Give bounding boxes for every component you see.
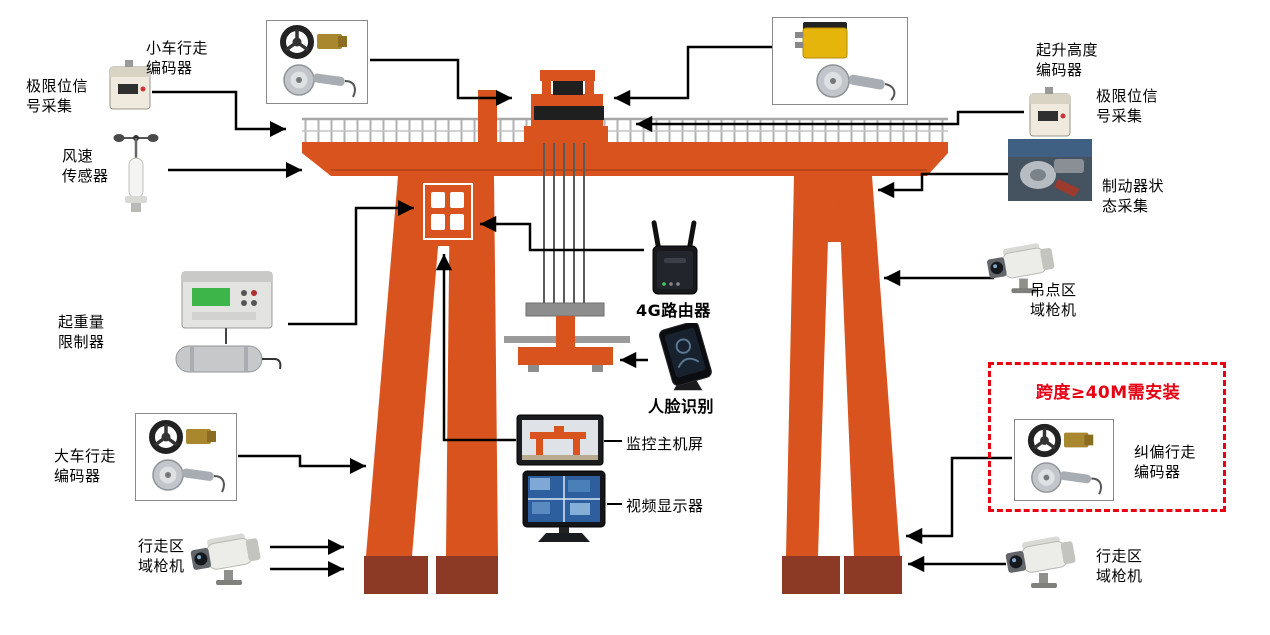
crane-foot (782, 556, 840, 594)
deviation-encoder-image (1014, 419, 1114, 501)
router-icon (651, 220, 698, 295)
video-monitor-icon (522, 470, 606, 542)
connector-hoist-encoder (614, 45, 772, 107)
connector-4g-router (480, 215, 644, 252)
connector-brake-status (878, 172, 1008, 199)
crane-leg-right (786, 176, 900, 556)
limit-switch-icon (109, 60, 151, 110)
limit-switch-right-image (1026, 85, 1074, 139)
crane-trolley (524, 70, 608, 143)
gantry-encoder-image (135, 413, 237, 501)
electrical-cabinet (423, 183, 473, 240)
wind-sensor-image (110, 126, 166, 216)
face-terminal-icon (659, 321, 712, 391)
connector-deviation-encoder (906, 456, 1012, 545)
label-trolley-encoder: 小车行走 编码器 (146, 39, 209, 78)
crane-foot (436, 556, 498, 594)
label-travel-camera-right: 行走区 域枪机 (1096, 547, 1143, 586)
label-deviation-encoder: 纠偏行走 编码器 (1134, 443, 1197, 482)
hoist-encoder-icon (795, 22, 896, 101)
load-limiter-icon (175, 271, 282, 373)
label-video-display: 视频显示器 (626, 497, 704, 515)
label-travel-camera-left: 行走区 域枪机 (138, 537, 185, 576)
travel-camera-right-image (1005, 530, 1083, 592)
label-monitor-host: 监控主机屏 (626, 435, 704, 453)
trolley-encoder-image (266, 20, 368, 104)
crane-girder (302, 142, 948, 176)
brake-photo-icon (1008, 139, 1092, 201)
crane-structure (302, 70, 948, 594)
label-brake-status: 制动器状 态采集 (1102, 177, 1165, 216)
limit-switch-left-image (106, 58, 154, 112)
label-gantry-encoder: 大车行走 编码器 (54, 447, 117, 486)
connector-limit-right (636, 110, 1024, 133)
label-load-limiter: 起重量 限制器 (58, 313, 105, 352)
limit-switch-icon (1029, 87, 1071, 137)
crane-foot (364, 556, 428, 594)
encoder-pair-icon (1027, 423, 1102, 495)
label-limit-signal-left: 极限位信 号采集 (26, 77, 89, 116)
crane-foot (844, 556, 902, 594)
label-4g-router: 4G路由器 (636, 301, 711, 320)
connector-lines (152, 45, 1024, 578)
face-recognition-image (645, 321, 727, 395)
label-span-note: 跨度≥40M需安装 (1035, 383, 1181, 403)
hoist-encoder-image (772, 17, 908, 105)
encoder-pair-icon (280, 25, 356, 98)
label-limit-signal-right: 极限位信 号采集 (1096, 87, 1159, 126)
connector-monitor-riser (435, 254, 516, 442)
load-limiter-image (166, 268, 288, 383)
video-display-image (520, 470, 608, 548)
label-hook-camera: 吊点区 域枪机 (1030, 281, 1077, 320)
spreader-beam (504, 302, 630, 372)
crane-railing (302, 117, 948, 142)
anemometer-icon (113, 134, 159, 212)
connector-gantry-encoder (238, 454, 366, 475)
monitor-host-image (516, 414, 604, 470)
monitor-icon (516, 414, 604, 466)
bullet-camera-icon (190, 533, 261, 585)
encoder-pair-icon (149, 420, 225, 493)
hook-camera-image (985, 238, 1063, 296)
crane-feet (364, 556, 902, 594)
router-4g-image (644, 218, 706, 300)
label-wind-sensor: 风速 传感器 (62, 147, 109, 186)
brake-status-image (1008, 139, 1092, 201)
travel-camera-left-image (190, 528, 268, 588)
connector-limit-left (152, 90, 286, 138)
span-requirement-box (988, 362, 1226, 512)
connector-load-limiter (288, 199, 414, 326)
girder-post (478, 90, 497, 142)
connector-trolley-encoder (370, 58, 512, 107)
bullet-camera-icon (1005, 536, 1076, 588)
bullet-camera-icon (987, 243, 1055, 294)
label-hoist-encoder: 起升高度 编码器 (1036, 41, 1099, 80)
label-face-recognition: 人脸识别 (648, 397, 715, 416)
hoist-cables (543, 143, 585, 305)
